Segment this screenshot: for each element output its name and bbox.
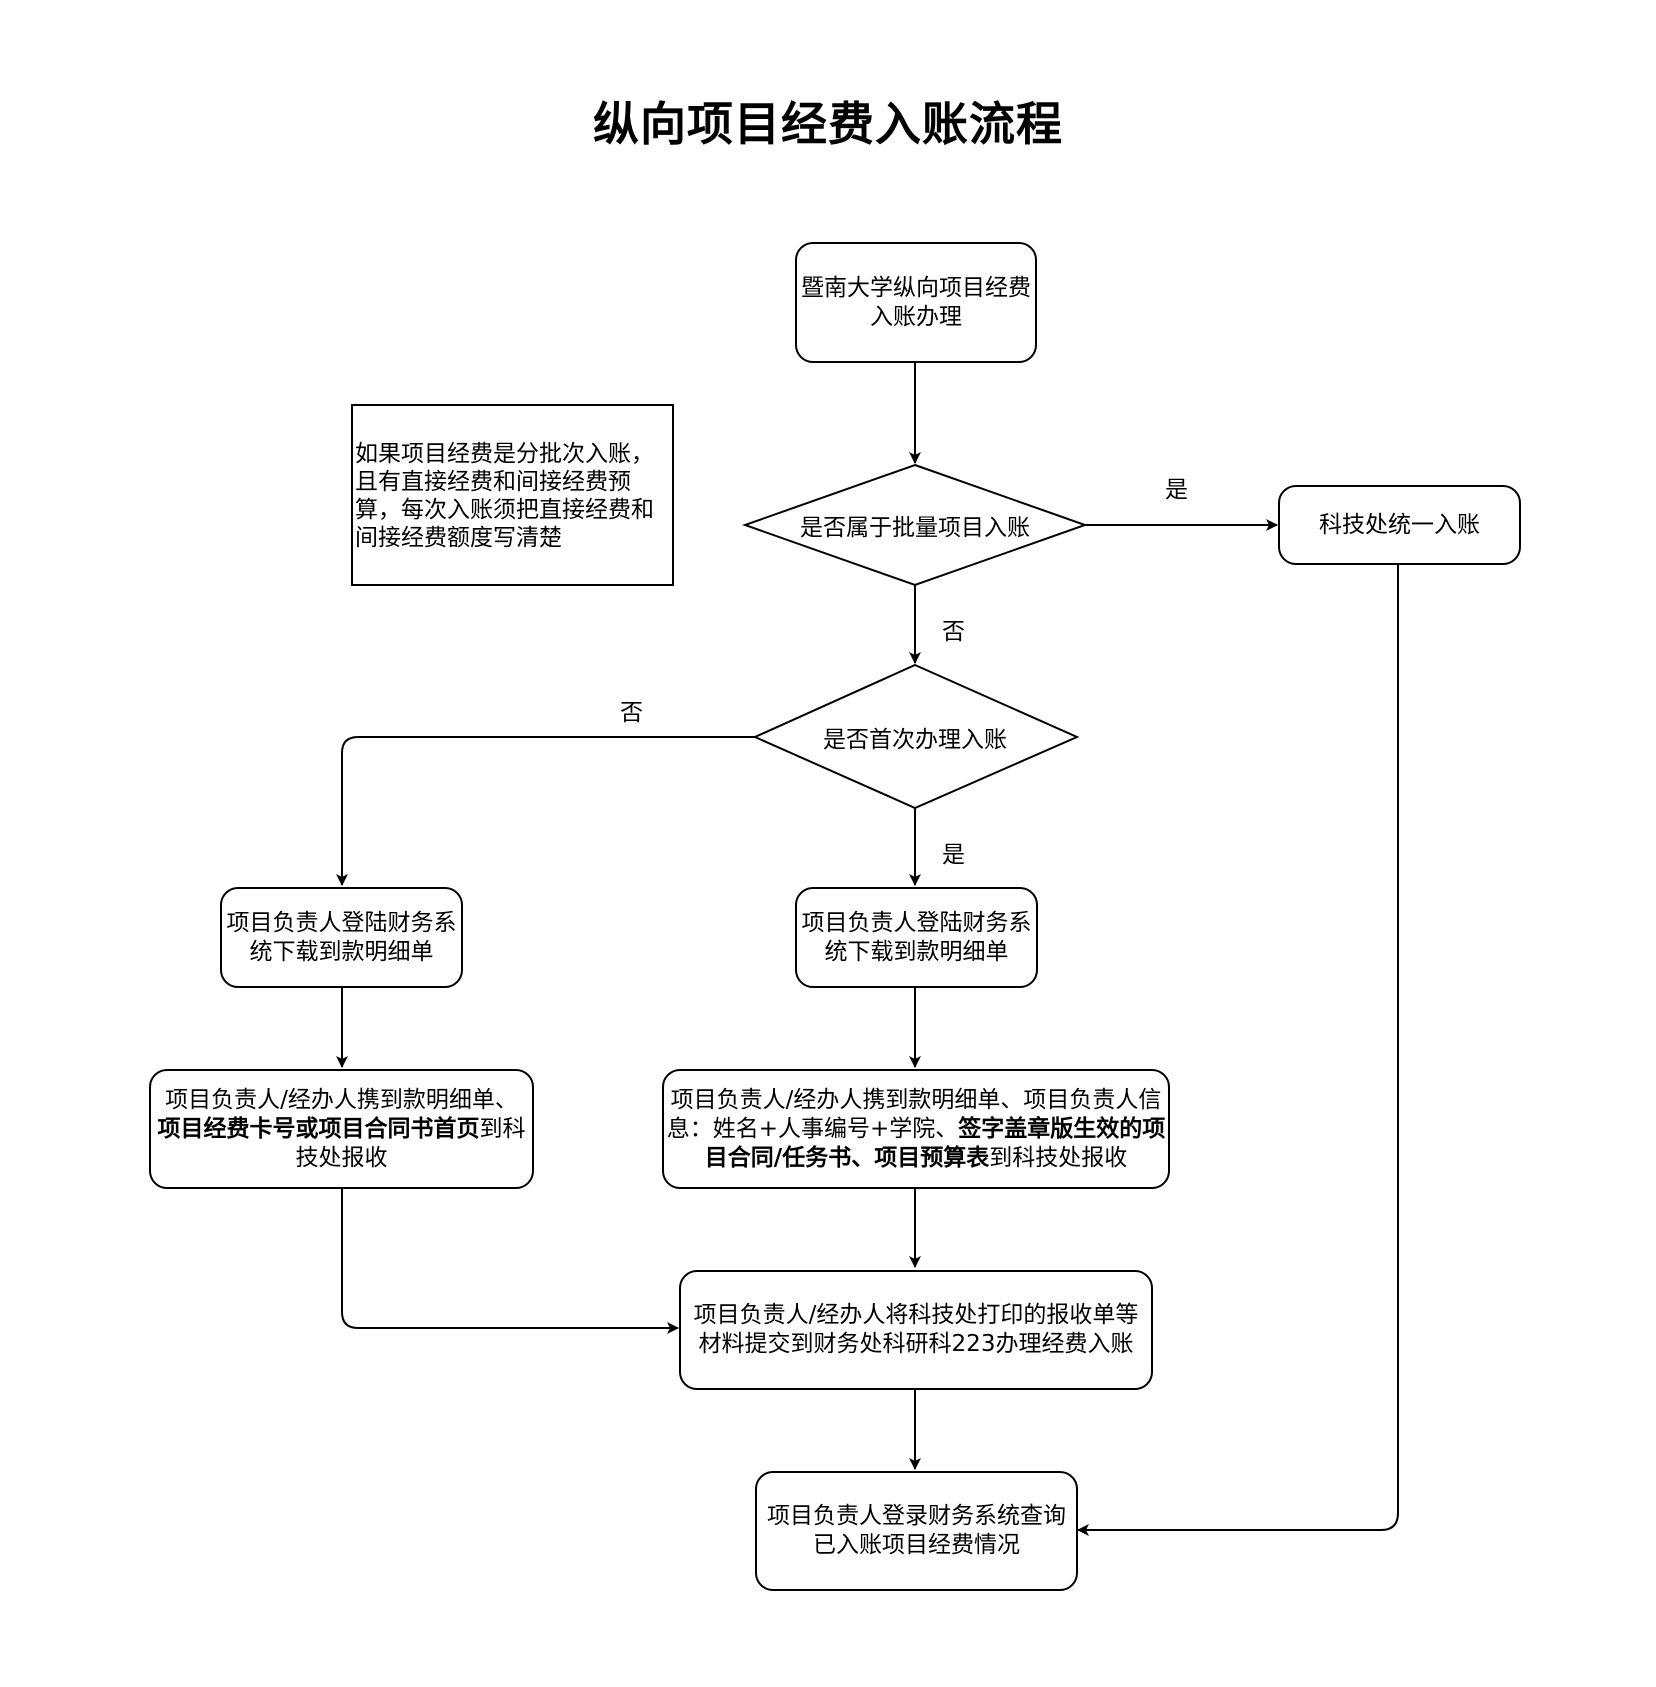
edge-left-submit-to-finance (341, 1189, 679, 1334)
edge-label-first-yes: 是 (942, 842, 965, 868)
keji-unified-node: 科技处统一入账 (1278, 485, 1521, 565)
right-login-download-label: 项目负责人登陆财务系统下载到款明细单 (801, 909, 1032, 965)
start-node: 暨南大学纵向项目经费入账办理 (795, 242, 1037, 363)
finance-submit-label: 项目负责人/经办人将科技处打印的报收单等材料提交到财务处科研科223办理经费入账 (693, 1302, 1139, 1357)
edge-first-no (336, 736, 755, 886)
query-node: 项目负责人登录财务系统查询已入账项目经费情况 (755, 1471, 1078, 1591)
note-text: 如果项目经费是分批次入账，且有直接经费和间接经费预算，每次入账须把直接经费和间接… (355, 441, 654, 551)
batch-decision-label: 是否属于批量项目入账 (800, 515, 1030, 541)
right-submit-node: 项目负责人/经办人携到款明细单、项目负责人信息：姓名+人事编号+学院、签字盖章版… (662, 1069, 1170, 1189)
right-submit-text-bold: 签字盖章版生效的项目合同/任务书、项目预算表 (704, 1115, 1166, 1171)
left-submit-text-1: 项目负责人/经办人携到款明细单、 (165, 1086, 518, 1113)
edge-keji-to-query (1077, 565, 1399, 1536)
left-submit-node: 项目负责人/经办人携到款明细单、项目经费卡号或项目合同书首页到科技处报收 (149, 1069, 534, 1189)
note-box: 如果项目经费是分批次入账，且有直接经费和间接经费预算，每次入账须把直接经费和间接… (351, 404, 674, 586)
edge-label-first-no: 否 (620, 700, 643, 726)
left-login-download-node: 项目负责人登陆财务系统下载到款明细单 (220, 887, 463, 988)
start-node-label: 暨南大学纵向项目经费入账办理 (801, 274, 1031, 330)
left-submit-text-bold: 项目经费卡号或项目合同书首页 (157, 1115, 480, 1142)
keji-unified-label: 科技处统一入账 (1319, 511, 1480, 538)
first-decision-label: 是否首次办理入账 (823, 727, 1007, 753)
right-submit-label: 项目负责人/经办人携到款明细单、项目负责人信息：姓名+人事编号+学院、签字盖章版… (665, 1086, 1167, 1173)
query-label: 项目负责人登录财务系统查询已入账项目经费情况 (767, 1503, 1066, 1558)
page-title: 纵向项目经费入账流程 (593, 97, 1063, 151)
left-login-download-label: 项目负责人登陆财务系统下载到款明细单 (226, 909, 457, 965)
right-submit-text-2: 到科技处报收 (989, 1144, 1128, 1171)
right-submit-text-1: 项目负责人/经办人携到款明细单、项目负责人信息：姓名+人事编号+学院、 (666, 1086, 1162, 1142)
finance-submit-node: 项目负责人/经办人将科技处打印的报收单等材料提交到财务处科研科223办理经费入账 (679, 1270, 1153, 1390)
left-submit-text-2: 到科技处报收 (295, 1115, 526, 1171)
edge-label-batch-yes: 是 (1165, 477, 1188, 503)
left-submit-label: 项目负责人/经办人携到款明细单、项目经费卡号或项目合同书首页到科技处报收 (155, 1086, 528, 1173)
edge-label-batch-no: 否 (942, 619, 965, 645)
right-login-download-node: 项目负责人登陆财务系统下载到款明细单 (795, 887, 1038, 988)
